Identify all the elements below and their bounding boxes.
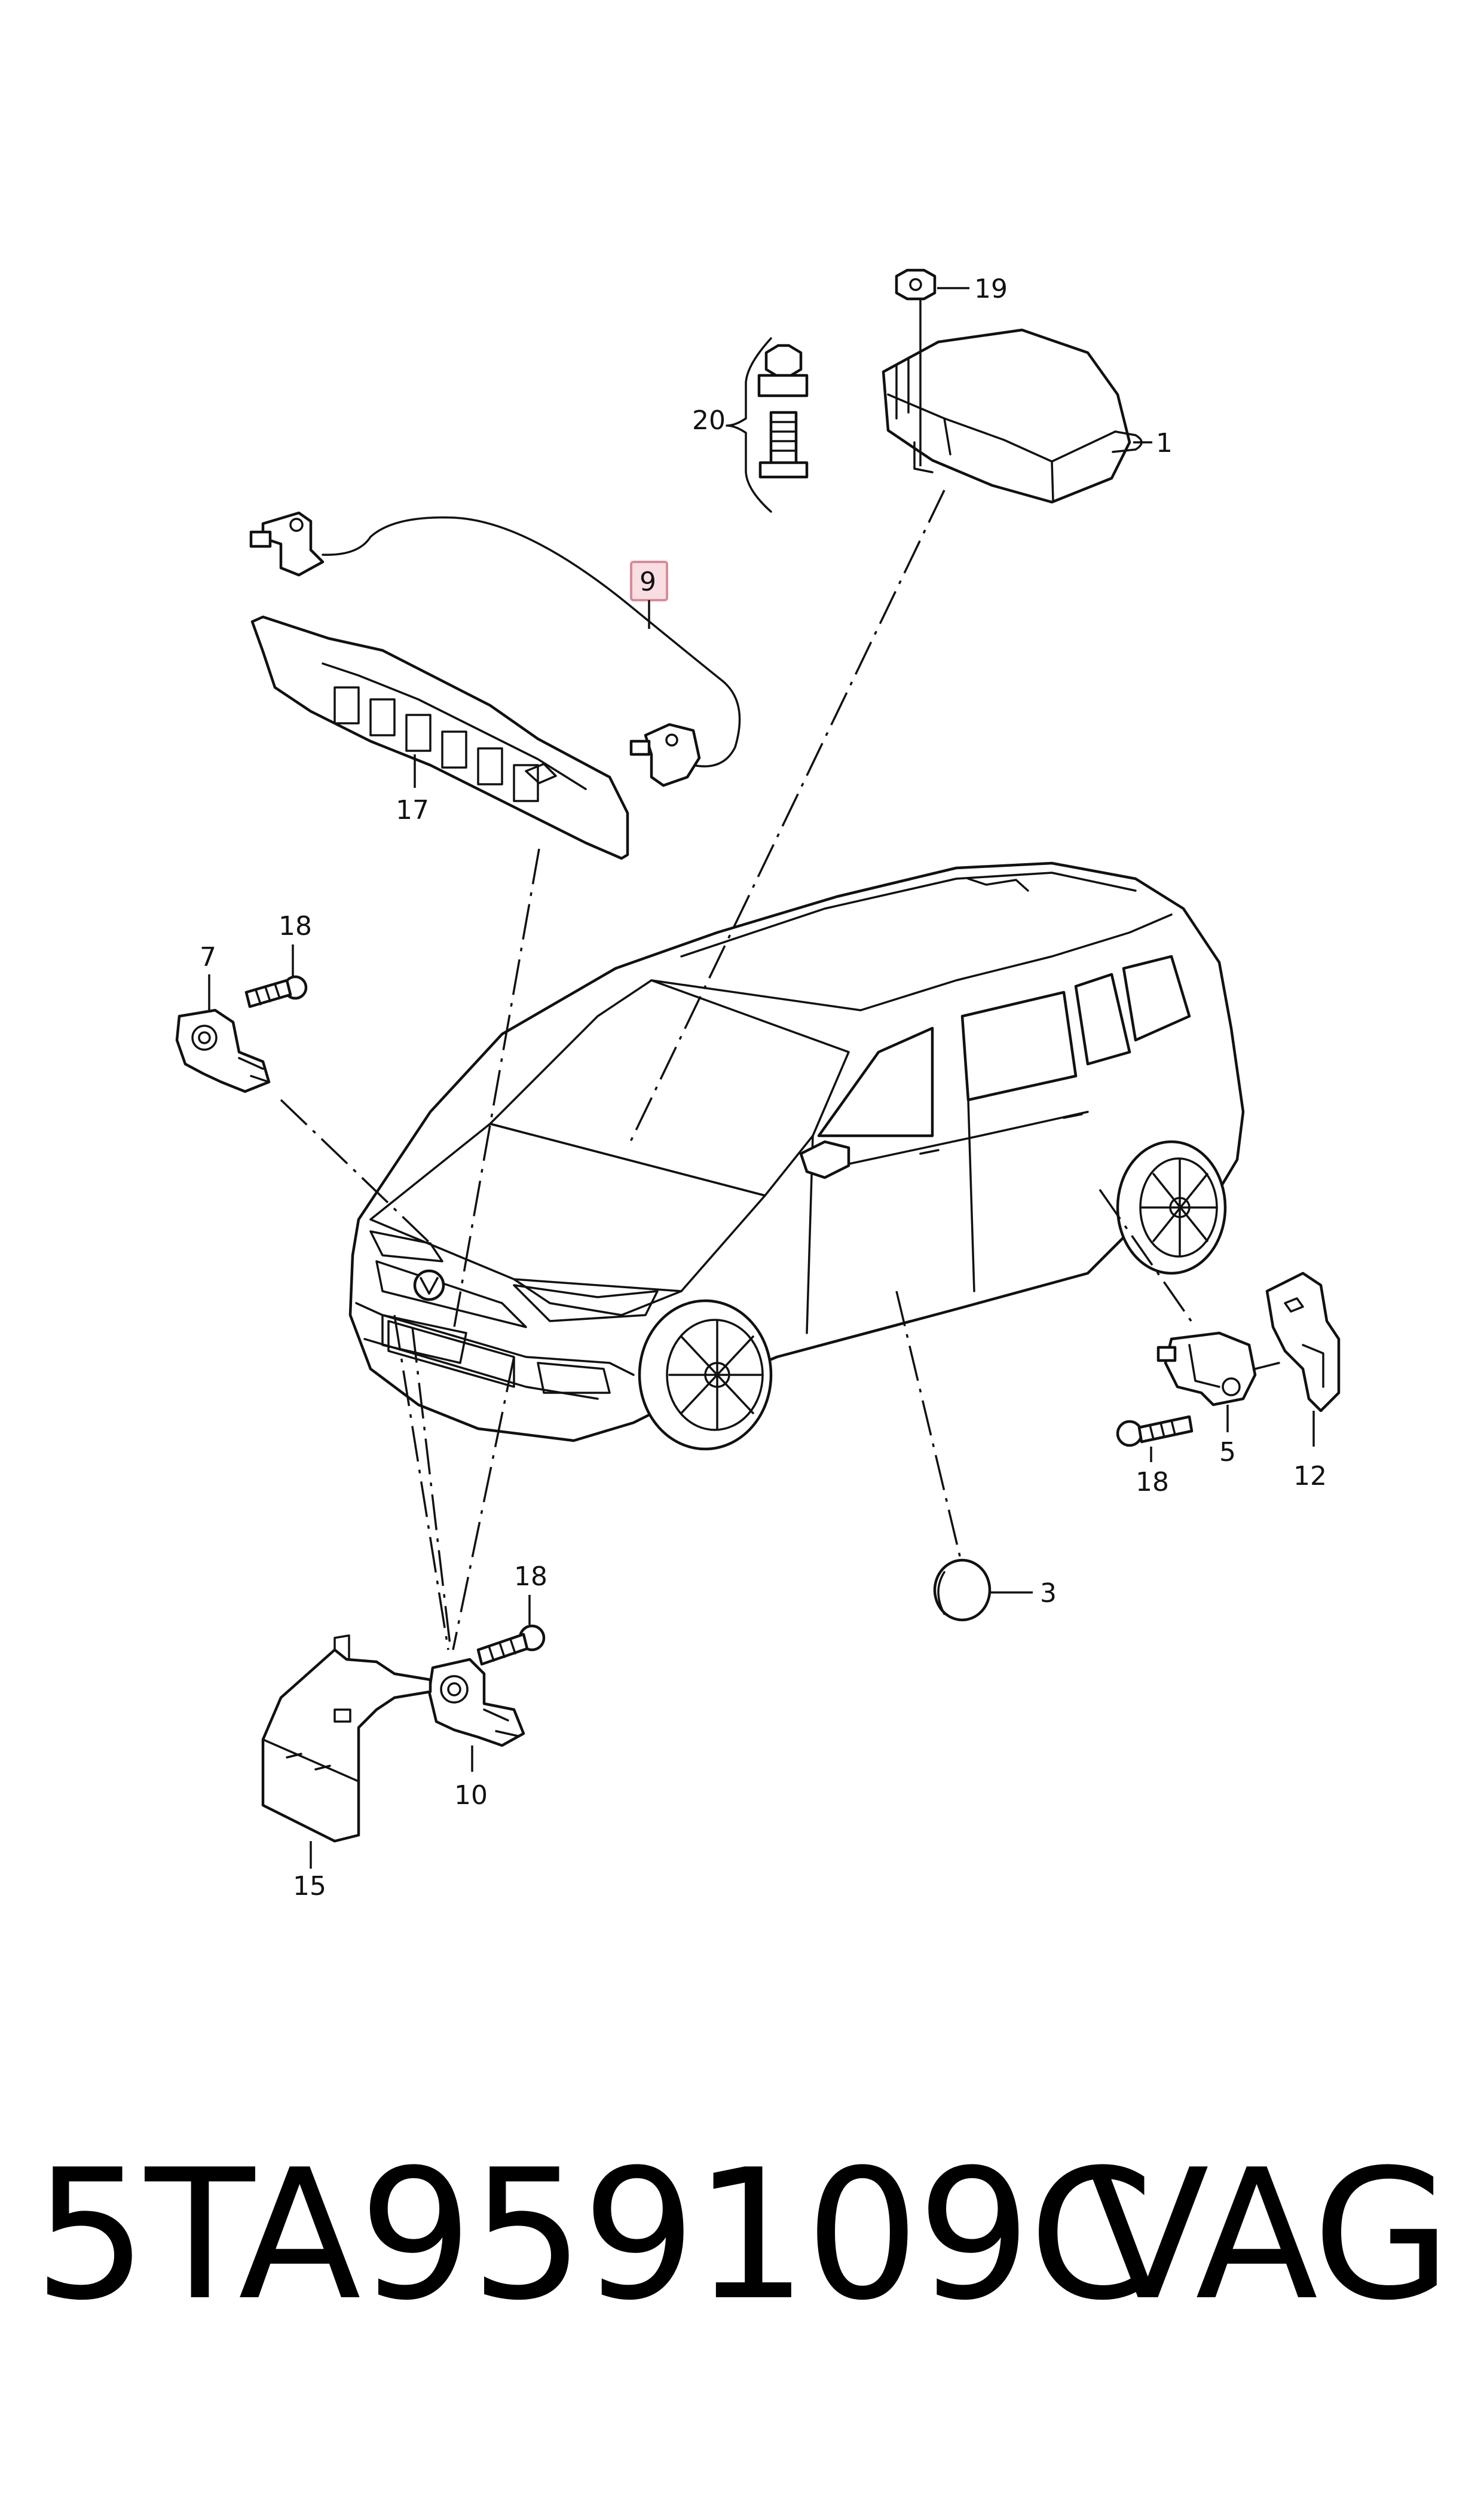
callout-15: 15 bbox=[293, 1871, 326, 1901]
callout-10: 10 bbox=[454, 1780, 488, 1811]
callout-3: 3 bbox=[1040, 1578, 1057, 1609]
brand-label: VAG bbox=[1087, 2131, 1451, 2340]
part-9-crash-sensor-harness bbox=[249, 511, 741, 787]
part-20-fastener-set bbox=[726, 337, 809, 513]
part-3-cap bbox=[933, 1558, 1033, 1622]
footer: 5TA959109C VAG bbox=[0, 2140, 1484, 2331]
part-5-crash-sensor bbox=[1156, 1331, 1280, 1432]
part-18-bolt-upper-left bbox=[244, 944, 308, 1008]
callout-18-lower: 18 bbox=[514, 1561, 547, 1592]
part-19-nut bbox=[895, 268, 969, 301]
callout-5: 5 bbox=[1219, 1437, 1236, 1468]
callout-17: 17 bbox=[396, 795, 429, 826]
callout-7: 7 bbox=[200, 942, 216, 973]
part-7-crash-sensor bbox=[175, 974, 271, 1093]
callout-18-upper-left: 18 bbox=[279, 911, 312, 941]
part-number: 5TA959109C bbox=[33, 2131, 1154, 2340]
callout-9: 9 bbox=[640, 567, 656, 597]
callout-12: 12 bbox=[1293, 1461, 1327, 1491]
callout-18-right: 18 bbox=[1136, 1467, 1169, 1497]
part-15-mounting-plate bbox=[261, 1634, 432, 1869]
part-18-bolt-right bbox=[1116, 1415, 1194, 1462]
part-18-bolt-lower bbox=[476, 1595, 546, 1666]
vehicle-illustration bbox=[348, 861, 1245, 1451]
part-10-front-sensor bbox=[427, 1658, 525, 1772]
part-17-impact-absorber bbox=[250, 615, 629, 860]
callout-19: 19 bbox=[974, 274, 1008, 304]
callout-1: 1 bbox=[1156, 428, 1173, 458]
callout-20: 20 bbox=[692, 405, 726, 436]
part-12-bracket bbox=[1265, 1271, 1341, 1447]
leader-lines bbox=[280, 490, 1197, 1650]
part-1-control-unit bbox=[882, 299, 1152, 504]
